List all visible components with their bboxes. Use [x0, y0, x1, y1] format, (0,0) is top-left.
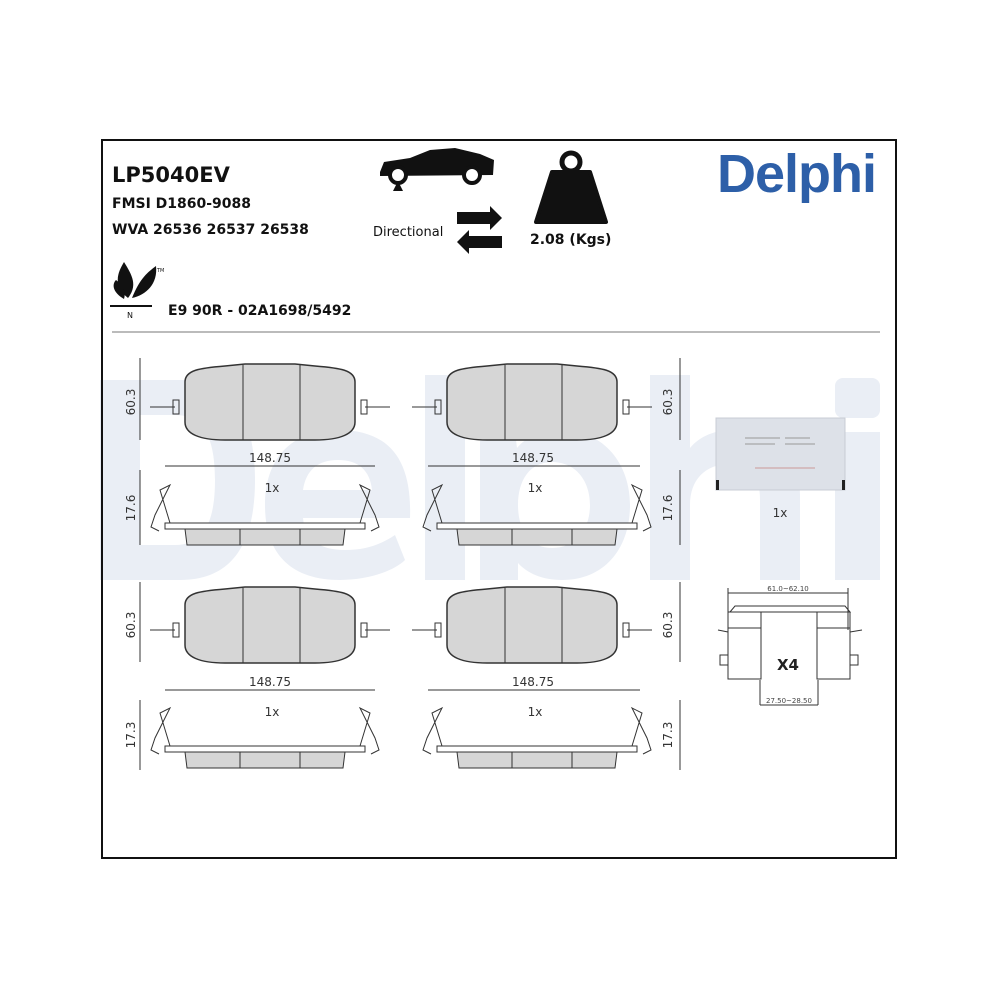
pad-drawing-upper-left: 60.3 148.75 1x 17.6: [124, 358, 391, 546]
pad-thickness-dimension: 17.6: [661, 495, 675, 522]
pad-height-dimension: 60.3: [661, 612, 675, 639]
pad-height-dimension: 60.3: [124, 389, 138, 416]
part-number: LP5040EV: [112, 163, 230, 187]
approval-number: E9 90R - 02A1698/5492: [168, 303, 352, 319]
pad-quantity: 1x: [528, 705, 543, 719]
pad-quantity: 1x: [528, 481, 543, 495]
product-sheet-frame: [101, 139, 897, 859]
car-axle-icon: [380, 148, 494, 191]
fmsi-code: FMSI D1860-9088: [112, 196, 252, 212]
delphi-logo: Delphi: [717, 144, 877, 204]
pad-width-dimension: 148.75: [249, 675, 291, 689]
wva-codes: WVA 26536 26537 26538: [112, 222, 309, 238]
clip-drawing: [717, 588, 863, 706]
eco-leaf-icon: N TM: [110, 262, 164, 320]
pad-width-dimension: 148.75: [249, 451, 291, 465]
trademark: TM: [156, 268, 164, 274]
grease-sachet-image: [715, 417, 846, 491]
clip-gap-dimension: 27.50~28.50: [766, 697, 812, 705]
weight-value: 2.08 (Kgs): [530, 232, 612, 248]
weight-icon: [534, 150, 608, 224]
pad-thickness-dimension: 17.3: [661, 722, 675, 749]
pad-quantity: 1x: [265, 481, 280, 495]
pad-width-dimension: 148.75: [512, 675, 554, 689]
pad-drawing-lower-left: 60.3 148.75 1x 17.3: [124, 582, 391, 770]
pad-quantity: 1x: [265, 705, 280, 719]
pad-drawing-lower-right: 60.3 148.75 1x 17.3: [411, 582, 681, 770]
clip-quantity: X4: [777, 656, 799, 674]
pad-drawing-upper-right: 60.3 148.75 1x 17.6: [411, 358, 681, 546]
directional-arrows-icon: [457, 206, 502, 254]
pad-height-dimension: 60.3: [661, 389, 675, 416]
pad-thickness-dimension: 17.3: [124, 722, 138, 749]
pad-thickness-dimension: 17.6: [124, 495, 138, 522]
eco-mark: N: [127, 311, 133, 320]
pad-width-dimension: 148.75: [512, 451, 554, 465]
grease-quantity: 1x: [773, 506, 788, 520]
clip-width-dimension: 61.0~62.10: [767, 585, 809, 593]
directional-label: Directional: [373, 225, 444, 240]
pad-height-dimension: 60.3: [124, 612, 138, 639]
